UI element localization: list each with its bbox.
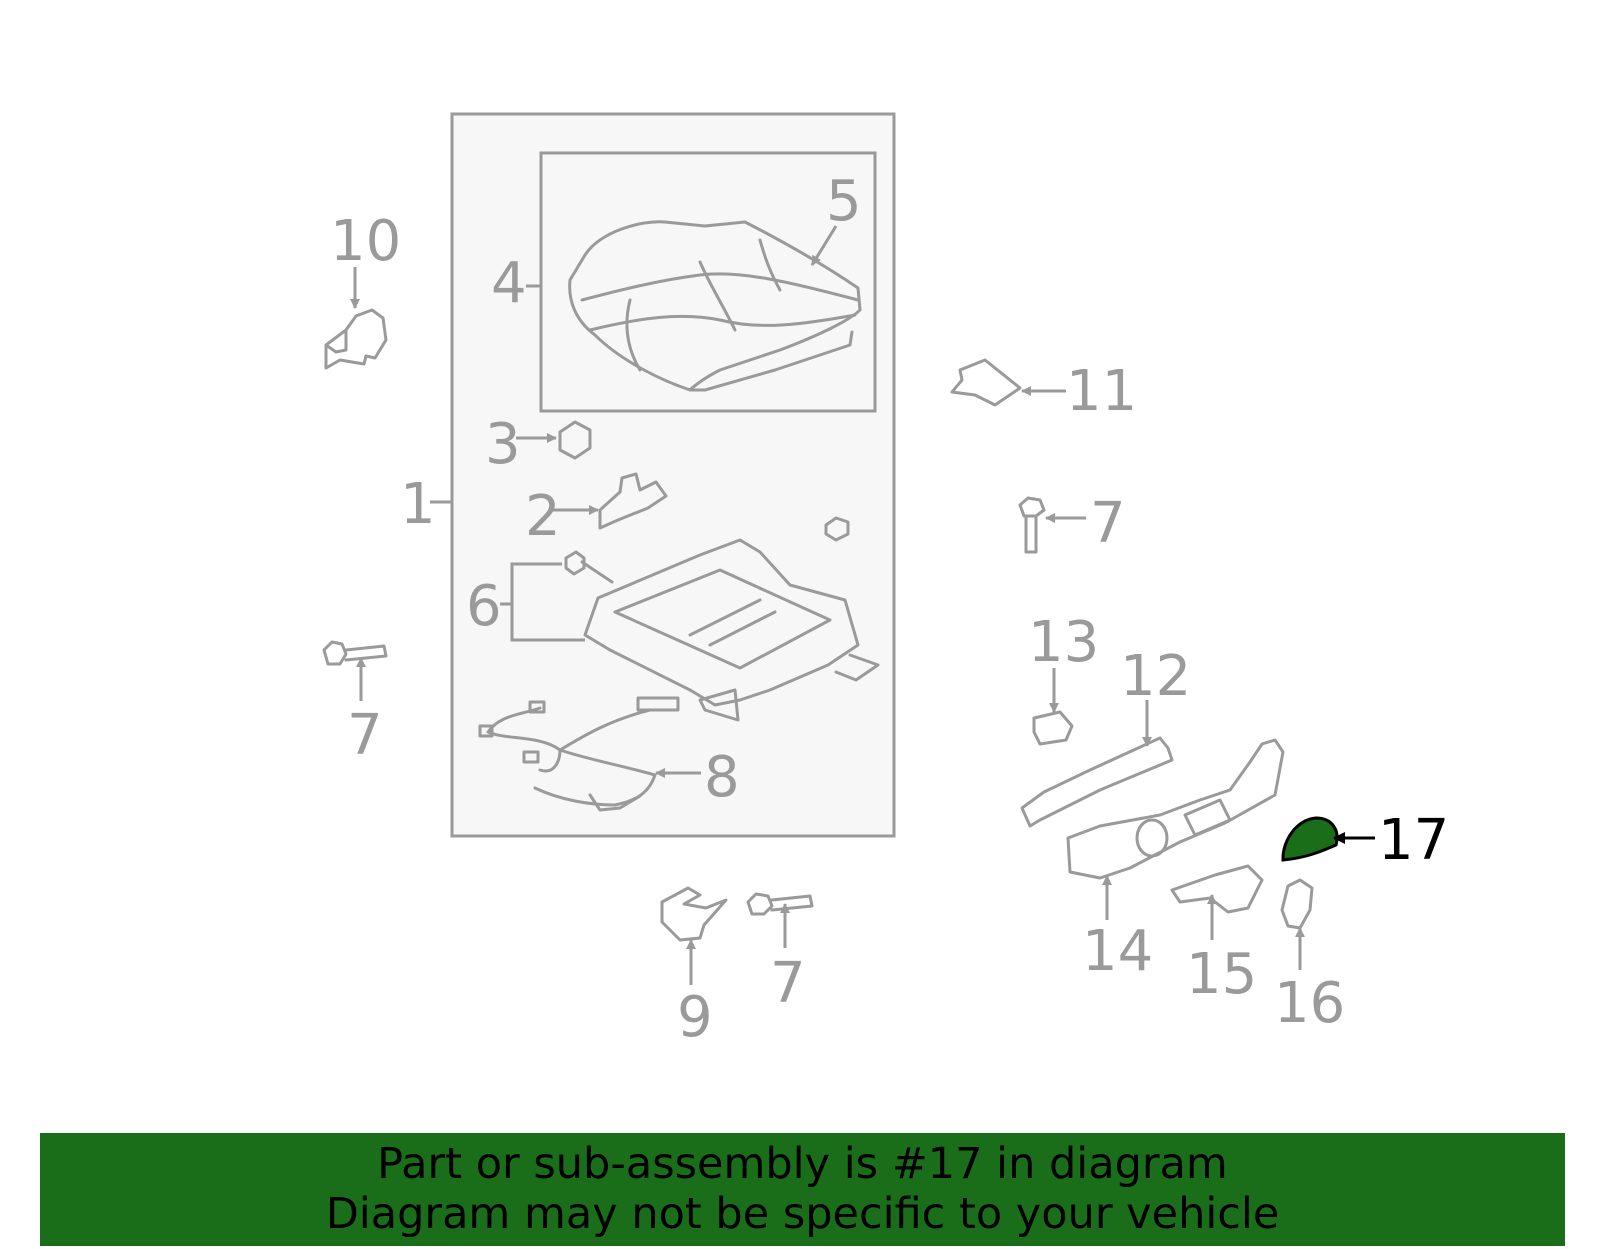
callout-7-left: 7 [347, 703, 383, 768]
callout-11: 11 [1066, 359, 1137, 424]
callout-6: 6 [466, 574, 502, 639]
small-nut [824, 516, 850, 542]
callout-9: 9 [677, 985, 713, 1050]
leader-5 [810, 225, 838, 266]
callout-7-bottom: 7 [770, 951, 806, 1016]
part-10-bracket [324, 308, 388, 370]
part-7-bolt-left [322, 640, 388, 666]
part-7-bolt-right [1018, 496, 1046, 554]
seat-cushion-drawing [568, 220, 862, 392]
part-9-clip [660, 886, 728, 942]
callout-7-right: 7 [1090, 491, 1126, 556]
part-15-knob [1170, 864, 1264, 914]
callout-12: 12 [1120, 644, 1191, 709]
leader-6 [500, 562, 585, 642]
callout-2: 2 [525, 484, 561, 549]
callout-13: 13 [1028, 610, 1099, 675]
callout-1: 1 [400, 472, 436, 537]
part-7-bolt-bottom [746, 892, 814, 916]
part-6-bolt [564, 550, 614, 584]
callout-17: 17 [1378, 808, 1449, 873]
callout-10: 10 [330, 209, 401, 274]
callout-15: 15 [1186, 942, 1257, 1007]
part-2-bracket [598, 472, 668, 530]
part-17-cover [1281, 816, 1339, 862]
banner-line-2: Diagram may not be specific to your vehi… [325, 1189, 1280, 1239]
part-14-shield [1066, 738, 1285, 880]
part-3-nut [558, 420, 592, 460]
callout-16: 16 [1274, 971, 1345, 1036]
part-11-bracket [950, 358, 1022, 407]
part-12-rail [1020, 736, 1174, 828]
seat-track-frame [583, 538, 880, 722]
banner-line-1: Part or sub-assembly is #17 in diagram [377, 1139, 1228, 1189]
callout-4: 4 [491, 251, 527, 316]
part-16-clip [1280, 878, 1314, 930]
part-13-cap [1032, 710, 1074, 746]
callout-8: 8 [704, 745, 740, 810]
callout-14: 14 [1082, 919, 1153, 984]
wire-harness [478, 696, 680, 812]
callout-5: 5 [826, 169, 862, 234]
info-banner: Part or sub-assembly is #17 in diagram D… [40, 1133, 1565, 1246]
callout-3: 3 [485, 412, 521, 477]
